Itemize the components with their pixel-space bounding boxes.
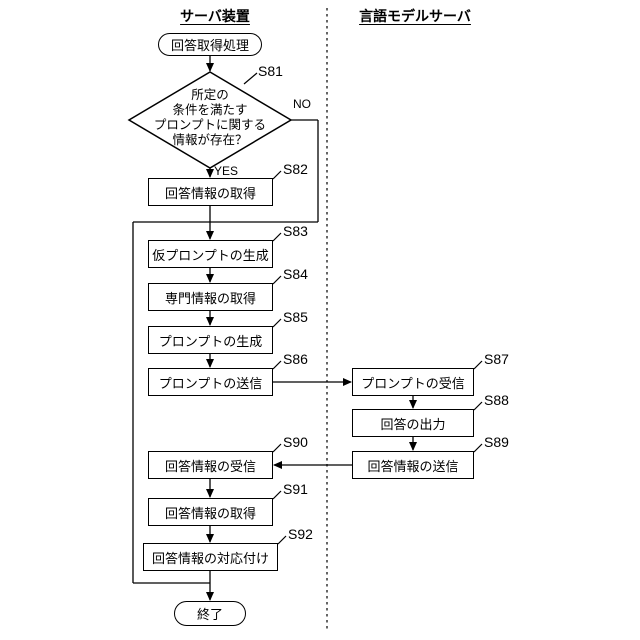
step-id-s90: S90: [283, 434, 308, 450]
step-box-s89: 回答情報の送信: [352, 451, 474, 479]
step-id-s82: S82: [283, 161, 308, 177]
step-id-s84: S84: [283, 266, 308, 282]
decision-line: プロンプトに関する: [153, 118, 267, 132]
step-box-s83: 仮プロンプトの生成: [148, 240, 273, 268]
step-box-s86: プロンプトの送信: [148, 368, 273, 396]
step-box-s87: プロンプトの受信: [352, 368, 474, 396]
decision-line: 情報が存在？: [172, 133, 248, 147]
right-column-header: 言語モデルサーバ: [359, 8, 471, 24]
start-terminal: 回答取得処理: [158, 33, 262, 56]
step-id-s81: S81: [258, 63, 283, 79]
step-box-s82: 回答情報の取得: [148, 178, 273, 206]
step-id-s86: S86: [283, 351, 308, 367]
decision-diamond-shape: [127, 71, 293, 169]
step-box-s92: 回答情報の対応付け: [143, 543, 278, 571]
decision-text: 所定の 条件を満たす プロンプトに関する 情報が存在？: [133, 88, 287, 148]
step-id-s88: S88: [484, 392, 509, 408]
no-branch-label: NO: [293, 97, 311, 111]
decision-line: 所定の: [191, 88, 229, 102]
step-id-s85: S85: [283, 309, 308, 325]
step-id-s83: S83: [283, 223, 308, 239]
step-id-s92: S92: [288, 526, 313, 542]
step-id-s91: S91: [283, 481, 308, 497]
step-box-s85: プロンプトの生成: [148, 326, 273, 354]
yes-branch-label: YES: [214, 164, 239, 178]
step-box-s84: 専門情報の取得: [148, 283, 273, 311]
left-column-header: サーバ装置: [180, 8, 250, 24]
step-box-s90: 回答情報の受信: [148, 451, 273, 479]
decision-line: 条件を満たす: [172, 103, 248, 117]
step-id-s87: S87: [484, 351, 509, 367]
end-terminal: 終了: [174, 601, 246, 626]
step-box-s88: 回答の出力: [352, 409, 474, 437]
step-box-s91: 回答情報の取得: [148, 498, 273, 526]
step-id-s89: S89: [484, 434, 509, 450]
